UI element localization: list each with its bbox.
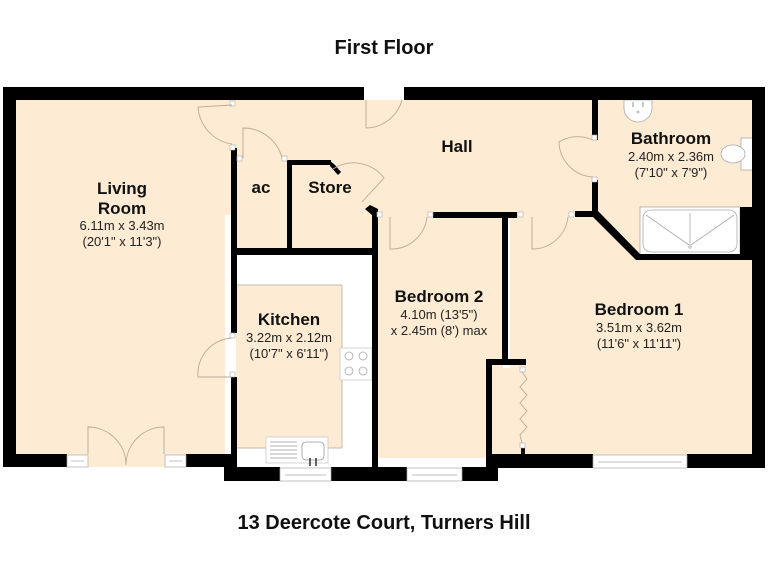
window-living-right bbox=[164, 454, 187, 468]
bedroom2-name: Bedroom 2 bbox=[395, 287, 484, 306]
ac-label: ac bbox=[252, 178, 271, 197]
french-door-right bbox=[125, 426, 165, 466]
window-kitchen bbox=[279, 467, 332, 482]
bathroom-name: Bathroom bbox=[631, 129, 711, 148]
walls bbox=[3, 87, 765, 481]
bedroom2-floor bbox=[378, 215, 503, 458]
windows bbox=[66, 454, 688, 482]
bathroom-dim-imperial: (7'10" x 7'9") bbox=[635, 165, 708, 180]
window-bedroom2 bbox=[406, 467, 463, 482]
living-room-dim-imperial: (20'1" x 11'3") bbox=[83, 234, 162, 249]
bed1-door-swing bbox=[531, 216, 569, 250]
kitchen-name: Kitchen bbox=[258, 310, 320, 329]
kitchen-floor bbox=[236, 285, 342, 448]
room-kitchen: Kitchen 3.22m x 2.12m (10'7" x 6'11") bbox=[246, 310, 332, 361]
living-room-name-2: Room bbox=[98, 199, 146, 218]
store-floor bbox=[292, 165, 372, 248]
bathroom-dim-metric: 2.40m x 2.36m bbox=[628, 149, 714, 164]
entry-door-swing bbox=[365, 99, 403, 129]
window-bedroom1 bbox=[592, 454, 688, 469]
french-door-left bbox=[87, 426, 127, 466]
toilet-icon bbox=[720, 137, 754, 171]
kitchen-door-swing bbox=[197, 337, 233, 378]
hall-label: Hall bbox=[441, 137, 472, 156]
living-room-dim-metric: 6.11m x 3.43m bbox=[79, 218, 164, 233]
ac-door-swing bbox=[242, 127, 283, 159]
bedroom2-dim-line1: 4.10m (13'5") bbox=[400, 307, 477, 322]
store-door-swing bbox=[332, 162, 385, 203]
door-swings bbox=[87, 99, 594, 466]
bath-end-wall bbox=[740, 207, 753, 255]
room-bedroom2: Bedroom 2 4.10m (13'5") x 2.45m (8') max bbox=[391, 287, 488, 338]
bedroom1-dim-metric: 3.51m x 3.62m bbox=[596, 320, 682, 335]
ac-floor bbox=[236, 160, 288, 248]
address-title: 13 Deercote Court, Turners Hill bbox=[237, 512, 531, 534]
living-room-floor bbox=[16, 100, 225, 455]
bed2-door-swing bbox=[389, 216, 428, 250]
bedroom2-dim-line2: x 2.45m (8') max bbox=[391, 323, 488, 338]
bedroom1-name: Bedroom 1 bbox=[595, 300, 684, 319]
floor-title: First Floor bbox=[334, 37, 434, 59]
kitchen-counter-top bbox=[236, 255, 372, 285]
wardrobe-bifold-door bbox=[519, 371, 528, 444]
hob-icon bbox=[339, 347, 373, 381]
window-living-left bbox=[66, 454, 89, 468]
store-label: Store bbox=[308, 178, 351, 197]
kitchen-sink-icon bbox=[265, 436, 329, 466]
kitchen-dim-imperial: (10'7" x 6'11") bbox=[250, 346, 329, 361]
room-bedroom1: Bedroom 1 3.51m x 3.62m (11'6" x 11'11") bbox=[595, 300, 684, 351]
kitchen-dim-metric: 3.22m x 2.12m bbox=[246, 330, 332, 345]
door-jambs bbox=[229, 100, 598, 449]
washbasin-icon bbox=[623, 99, 653, 123]
bedroom1-dim-imperial: (11'6" x 11'11") bbox=[597, 336, 681, 351]
living-door-swing bbox=[197, 104, 233, 145]
bathroom-door-swing bbox=[558, 136, 594, 178]
room-bathroom: Bathroom 2.40m x 2.36m (7'10" x 7'9") bbox=[628, 129, 714, 180]
bedroom1-floor bbox=[492, 215, 753, 455]
living-room-name: Living bbox=[97, 179, 147, 198]
room-living: Living Room 6.11m x 3.43m (20'1" x 11'3"… bbox=[79, 179, 164, 249]
bath-icon bbox=[639, 206, 741, 256]
